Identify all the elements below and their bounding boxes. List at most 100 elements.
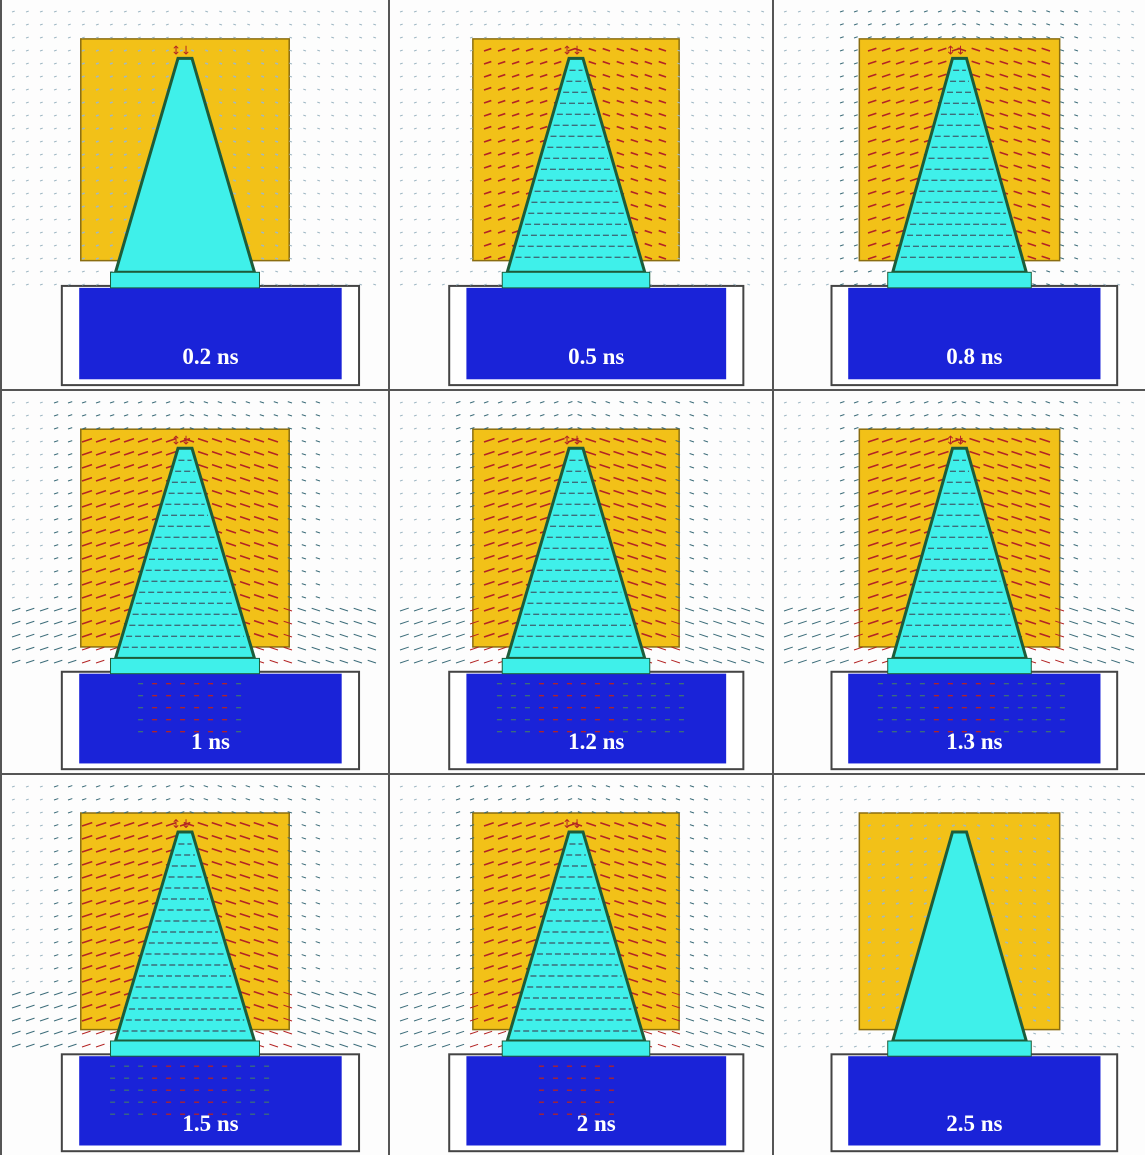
field-arrow: [441, 824, 445, 827]
field-arrow: [331, 427, 335, 430]
field-arrow: [867, 450, 879, 456]
field-arrow: [303, 10, 307, 13]
field-arrow: [53, 954, 59, 957]
field-arrow: [621, 36, 625, 39]
field-arrow: [811, 646, 821, 651]
field-arrow: [733, 570, 737, 573]
field-arrow: [497, 822, 508, 827]
field-arrow: [713, 1030, 723, 1035]
field-arrow: [1059, 492, 1065, 495]
field-arrow: [761, 915, 765, 918]
field-arrow: [247, 10, 251, 13]
field-arrow: [923, 73, 933, 78]
field-arrow: [95, 964, 107, 970]
field-arrow: [441, 980, 445, 983]
field-arrow: [909, 541, 921, 547]
field-arrow: [937, 60, 947, 65]
field-arrow: [685, 1030, 695, 1035]
field-arrow: [483, 593, 495, 599]
field-arrow: [39, 837, 43, 840]
field-arrow: [951, 23, 956, 26]
field-arrow: [427, 427, 431, 430]
field-arrow: [511, 463, 523, 469]
field-arrow: [1041, 138, 1051, 143]
field-arrow: [811, 270, 815, 273]
field-arrow: [761, 837, 765, 840]
field-arrow: [427, 967, 431, 970]
field-arrow: [25, 531, 29, 534]
field-arrow: [539, 463, 551, 469]
field-arrow: [614, 861, 625, 866]
field-arrow: [81, 1016, 93, 1022]
field-arrow: [287, 505, 293, 508]
field-arrow: [301, 518, 307, 521]
field-arrow: [441, 257, 445, 260]
field-arrow: [602, 73, 611, 78]
field-arrow: [205, 75, 209, 78]
field-arrow: [733, 850, 737, 853]
field-arrow: [469, 492, 475, 495]
field-arrow: [797, 140, 801, 143]
field-arrow: [345, 401, 349, 404]
field-arrow: [359, 244, 363, 247]
field-arrow: [658, 138, 667, 143]
field-arrow: [1041, 151, 1051, 156]
field-arrow: [469, 36, 473, 39]
field-arrow: [81, 798, 87, 801]
field-arrow: [25, 811, 29, 814]
field-arrow: [602, 47, 611, 52]
field-arrow: [658, 164, 667, 169]
field-arrow: [511, 99, 520, 104]
field-arrow: [733, 557, 737, 560]
field-arrow: [783, 466, 787, 469]
field-arrow: [367, 646, 377, 651]
field-arrow: [469, 505, 475, 508]
field-arrow: [1011, 476, 1023, 482]
field-arrow: [909, 73, 919, 78]
field-arrow: [497, 580, 509, 586]
field-arrow: [53, 192, 57, 195]
field-arrow: [1131, 257, 1135, 260]
field-arrow: [225, 476, 237, 482]
field-arrow: [189, 811, 195, 814]
field-arrow: [1131, 114, 1135, 117]
field-arrow: [825, 257, 829, 260]
field-arrow: [1041, 659, 1051, 664]
field-arrow: [67, 811, 73, 814]
field-arrow: [287, 967, 293, 970]
field-arrow: [81, 964, 93, 970]
field-arrow: [1046, 23, 1051, 26]
field-arrow: [233, 88, 237, 91]
field-arrow: [644, 216, 653, 221]
field-arrow: [497, 99, 506, 104]
field-arrow: [1039, 502, 1051, 508]
field-arrow: [427, 646, 437, 651]
field-arrow: [205, 10, 209, 13]
field-arrow: [689, 889, 695, 892]
field-arrow: [123, 580, 135, 586]
field-arrow: [1131, 596, 1135, 599]
field-arrow: [797, 218, 801, 221]
field-arrow: [761, 49, 765, 52]
field-arrow: [301, 453, 307, 456]
field-arrow: [1097, 633, 1107, 638]
field-arrow: [25, 1017, 35, 1022]
field-arrow: [839, 453, 845, 456]
field-arrow: [289, 114, 293, 117]
field-arrow: [231, 811, 237, 814]
field-arrow: [1074, 75, 1079, 78]
field-arrow: [1131, 531, 1135, 534]
field-arrow: [373, 414, 377, 417]
field-arrow: [733, 153, 737, 156]
cone-base: [110, 271, 260, 289]
field-arrow: [275, 10, 279, 13]
field-arrow: [297, 620, 307, 625]
field-arrow: [373, 824, 377, 827]
field-arrow: [345, 518, 349, 521]
field-arrow: [53, 824, 59, 827]
field-arrow: [455, 607, 465, 612]
field-arrow: [1025, 541, 1037, 547]
field-arrow: [331, 876, 335, 879]
field-arrow: [655, 450, 667, 456]
field-arrow: [691, 257, 695, 260]
